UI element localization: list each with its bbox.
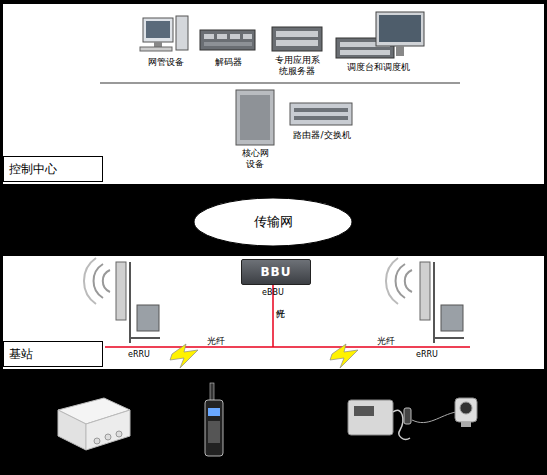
radio-keypad [208, 421, 220, 443]
server-box [272, 27, 322, 51]
camera [455, 398, 477, 427]
handset-cord [393, 410, 410, 439]
pc-icon [140, 16, 188, 51]
vehicle-display [354, 406, 374, 416]
server-icon [272, 27, 322, 51]
connector [105, 434, 111, 440]
antenna-right [386, 258, 464, 343]
drive-bay [243, 34, 252, 39]
drive-bay [204, 34, 214, 39]
camera-body [455, 398, 477, 422]
core-network-icon [236, 90, 274, 145]
antenna-panel [116, 262, 126, 320]
dispatcher-icon [336, 12, 424, 58]
network-label: 传输网 [254, 213, 293, 231]
drive-bay [217, 34, 227, 39]
radio-screen [208, 408, 220, 416]
drive-row [276, 40, 318, 46]
radio-antenna [210, 383, 214, 401]
router-vent [294, 116, 348, 120]
camera-base [461, 422, 471, 427]
antenna-pole [433, 262, 435, 343]
control-center-panel: 控制中心 [2, 3, 545, 185]
fiber-line [272, 285, 274, 347]
terminal-top [58, 398, 130, 424]
decoder-box [200, 30, 255, 50]
decoder-icon [200, 30, 255, 50]
radio-body [205, 400, 223, 456]
signal-arc [386, 258, 398, 304]
device-label: 核心网 设备 [240, 148, 270, 170]
bbu-unit: BBU [241, 259, 311, 285]
errru-box [137, 305, 159, 331]
signal-arc [94, 264, 103, 298]
monitor-frame [143, 18, 173, 42]
drive-bay [230, 34, 240, 39]
pc-tower [176, 16, 188, 50]
antenna-left [84, 258, 160, 343]
cabinet [236, 90, 274, 145]
signal-arc [405, 270, 412, 292]
dispatch-server [336, 38, 394, 58]
dispatch-screen [379, 15, 421, 42]
outdoor-terminal [58, 398, 130, 450]
ellipse-shape [194, 198, 352, 246]
mount-base [130, 337, 160, 339]
antenna-pole [129, 262, 131, 343]
camera-cable [412, 412, 456, 423]
connector [116, 431, 122, 437]
base-station-panel: 基站 BBU [2, 255, 545, 370]
bbu-label: BBU [260, 265, 291, 279]
signal-arc [84, 258, 96, 304]
terminal-side [58, 410, 86, 450]
signal-arc [396, 264, 405, 298]
monitor-screen [146, 21, 170, 38]
wireless-bolt [170, 344, 198, 368]
vehicle-terminal [348, 400, 456, 439]
drive-row [204, 42, 252, 46]
errru-box [441, 305, 463, 331]
antenna-panel [420, 262, 430, 320]
handset [404, 408, 411, 424]
device-label: 网管设备 [143, 57, 188, 68]
device-label: 路由器/交换机 [286, 130, 358, 141]
vehicle-unit [348, 400, 393, 435]
connector [94, 438, 100, 444]
device-label: eBBU [258, 287, 288, 298]
panel-heading: 控制中心 [3, 156, 103, 182]
wireless-bolt [330, 344, 358, 368]
cabinet-door [240, 95, 270, 140]
signal-arc [103, 270, 110, 292]
monitor-stand [154, 42, 162, 47]
router-box [290, 103, 352, 125]
device-label: 解码器 [208, 57, 248, 68]
panel-heading: 基站 [3, 341, 103, 367]
router-icon [290, 103, 352, 125]
mount-base [434, 337, 464, 339]
fiber-line [105, 346, 470, 348]
router-vent [294, 108, 348, 112]
device-label: 光纤 [203, 336, 229, 347]
dispatch-monitor [376, 12, 424, 46]
keyboard [140, 47, 172, 51]
device-label: 调度台和调度机 [340, 62, 416, 73]
drive-row [276, 31, 318, 37]
terminal-front [86, 410, 130, 450]
drive-row [340, 42, 390, 47]
drive-row [340, 50, 390, 55]
device-label: eRRU [412, 349, 442, 360]
monitor-stand [396, 46, 404, 56]
divider-line [100, 82, 460, 84]
camera-lens [460, 402, 472, 414]
transport-network-ellipse: 传输网 [193, 197, 353, 247]
device-label: 专用应用系 统服务器 [272, 55, 322, 77]
device-label: eRRU [124, 349, 154, 360]
handheld-radio [205, 383, 223, 456]
device-label: 光纤 [373, 336, 399, 347]
